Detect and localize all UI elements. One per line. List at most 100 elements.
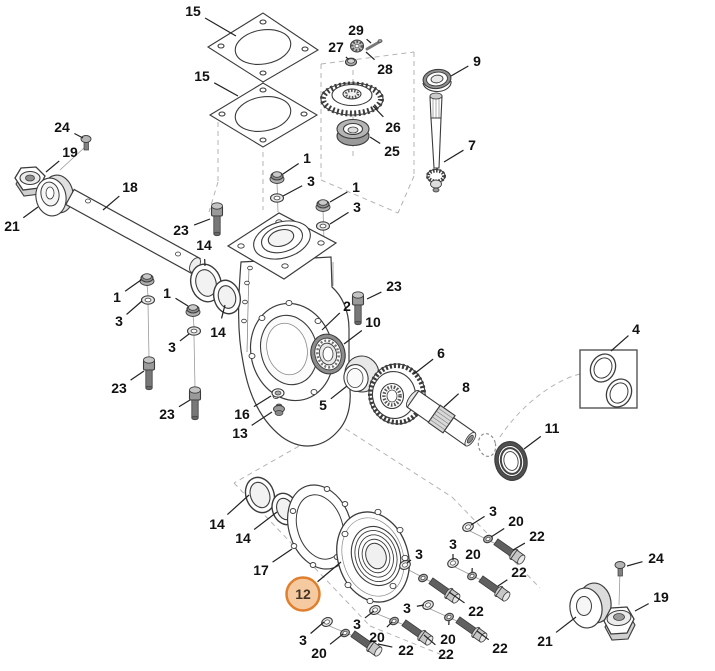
callout-3-48[interactable]: 3 (403, 600, 411, 616)
washer-16-drawing (271, 388, 285, 398)
shaft-8-drawing (405, 390, 477, 447)
callout-24-9[interactable]: 24 (54, 119, 70, 135)
callout-18-11[interactable]: 18 (122, 179, 138, 195)
callout-23-25[interactable]: 23 (159, 406, 175, 422)
callout-14-36[interactable]: 14 (209, 516, 225, 532)
pin-29-drawing (365, 39, 383, 51)
callout-11-35[interactable]: 11 (545, 420, 560, 436)
hex-screw-22-drawing (350, 538, 526, 657)
bearing-25-drawing (336, 118, 370, 147)
callout-29-2[interactable]: 29 (348, 22, 364, 38)
leader-line (423, 634, 436, 646)
castle-nut-28-drawing (349, 39, 365, 53)
callout-3-55[interactable]: 3 (299, 632, 307, 648)
callout-15-0[interactable]: 15 (185, 3, 201, 19)
leader-line (253, 395, 272, 408)
leader-line (366, 38, 372, 44)
callout-22-50[interactable]: 22 (438, 646, 454, 662)
callout-22-54[interactable]: 22 (398, 642, 414, 658)
leader-line (406, 559, 412, 564)
callout-17-38[interactable]: 17 (253, 562, 269, 578)
callout-14-23[interactable]: 14 (210, 324, 226, 340)
callout-27-3[interactable]: 27 (328, 39, 344, 55)
callout-6-32[interactable]: 6 (437, 345, 445, 361)
callout-9-7[interactable]: 9 (473, 53, 481, 69)
callout-4-34[interactable]: 4 (632, 321, 640, 337)
leader-line (330, 385, 348, 400)
callout-3-20[interactable]: 3 (115, 313, 123, 329)
leader-line (364, 610, 375, 619)
exploded-view-artwork (14, 12, 638, 657)
callout-20-53[interactable]: 20 (369, 629, 385, 645)
leader-line (130, 370, 145, 381)
callout-1-15[interactable]: 1 (303, 150, 311, 166)
leader-line (497, 579, 508, 587)
callout-13-31[interactable]: 13 (232, 425, 248, 441)
callout-3-52[interactable]: 3 (353, 616, 361, 632)
callout-5-29[interactable]: 5 (319, 397, 327, 413)
callout-21-59[interactable]: 21 (537, 633, 553, 649)
washer-3-bottom-drawing (321, 521, 474, 628)
callout-3-46[interactable]: 3 (415, 546, 423, 562)
callout-23-24[interactable]: 23 (111, 380, 127, 396)
callout-20-49[interactable]: 20 (440, 631, 456, 647)
callout-22-45[interactable]: 22 (511, 564, 527, 580)
leader-line (443, 149, 464, 163)
leader-line (178, 399, 191, 408)
leader-line (179, 333, 190, 342)
callout-14-14[interactable]: 14 (196, 237, 212, 253)
lock-washer-20-drawing (340, 534, 493, 638)
callout-26-5[interactable]: 26 (385, 119, 401, 135)
leader-line (213, 82, 239, 97)
callout-3-16[interactable]: 3 (307, 173, 315, 189)
callout-3-22[interactable]: 3 (168, 339, 176, 355)
callout-3-18[interactable]: 3 (353, 199, 361, 215)
highlight-circle[interactable] (285, 576, 321, 612)
callout-20-56[interactable]: 20 (311, 645, 327, 661)
callout-20-44[interactable]: 20 (465, 546, 481, 562)
collar-21-right-drawing (569, 582, 612, 629)
callout-8-33[interactable]: 8 (462, 379, 470, 395)
callout-22-42[interactable]: 22 (529, 528, 545, 544)
callout-23-27[interactable]: 23 (386, 278, 402, 294)
leader-line (512, 542, 526, 551)
gear-6-drawing (367, 363, 427, 425)
leader-line (321, 312, 341, 331)
cover-12-drawing (336, 508, 410, 605)
callout-10-28[interactable]: 10 (365, 314, 381, 330)
leader-line (175, 297, 189, 307)
leader-line (490, 528, 505, 538)
callout-1-17[interactable]: 1 (352, 179, 360, 195)
callout-2-26[interactable]: 2 (343, 298, 351, 314)
callout-14-37[interactable]: 14 (235, 530, 251, 546)
leader-line (416, 604, 425, 607)
bearing-9-drawing (422, 68, 452, 93)
leader-line (372, 105, 384, 118)
callout-28-4[interactable]: 28 (377, 61, 393, 77)
leader-line (124, 279, 142, 292)
callout-3-43[interactable]: 3 (449, 536, 457, 552)
leader-line (282, 163, 300, 175)
callout-1-21[interactable]: 1 (163, 285, 171, 301)
callout-1-19[interactable]: 1 (113, 289, 121, 305)
callout-3-40[interactable]: 3 (489, 503, 497, 519)
bolt-24-right-drawing (614, 561, 626, 577)
screw-23-drawing (142, 202, 365, 421)
leader-line (329, 191, 348, 203)
callout-23-13[interactable]: 23 (173, 222, 189, 238)
callout-19-58[interactable]: 19 (653, 589, 669, 605)
callout-22-51[interactable]: 22 (492, 640, 508, 656)
callout-16-30[interactable]: 16 (234, 406, 250, 422)
leader-line (226, 494, 250, 516)
callout-21-12[interactable]: 21 (4, 218, 20, 234)
callout-22-47[interactable]: 22 (468, 603, 484, 619)
callout-25-6[interactable]: 25 (384, 143, 400, 159)
callout-24-57[interactable]: 24 (648, 550, 664, 566)
callout-19-10[interactable]: 19 (62, 144, 78, 160)
callout-7-8[interactable]: 7 (468, 137, 476, 153)
callout-15-1[interactable]: 15 (194, 68, 210, 84)
callout-20-41[interactable]: 20 (508, 513, 524, 529)
callout-12-39[interactable]: 12 (295, 586, 311, 602)
